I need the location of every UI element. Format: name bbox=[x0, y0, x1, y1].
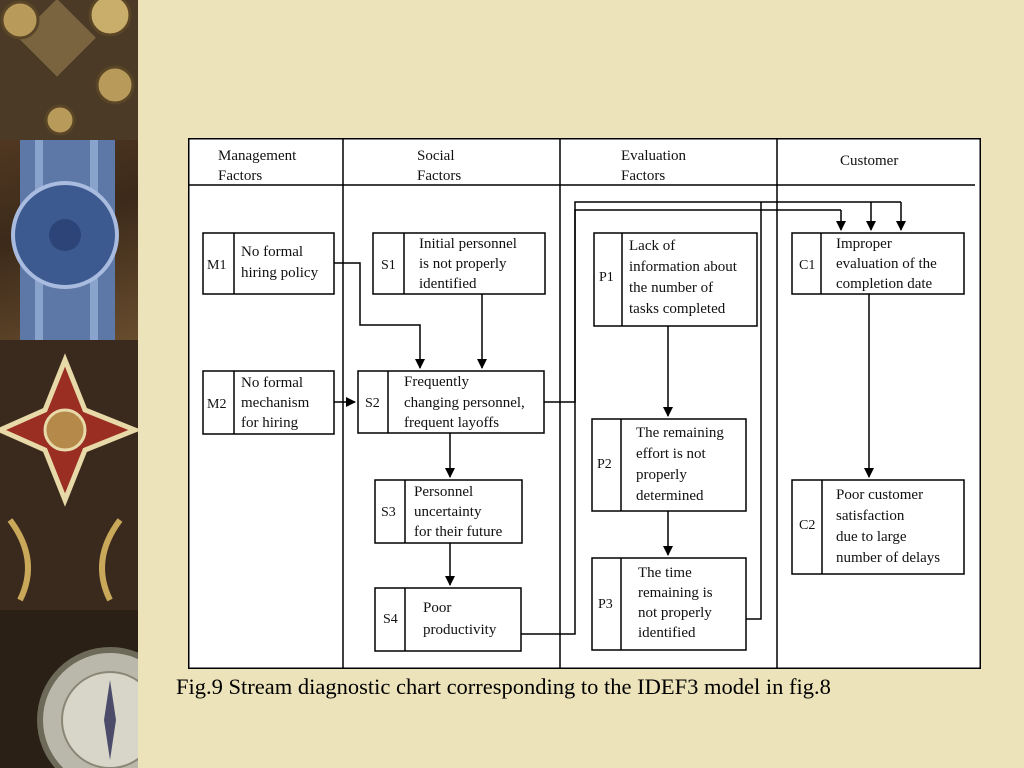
box-c1: C1 Improper evaluation of the completion… bbox=[791, 232, 965, 295]
box-s3: S3 Personnel uncertainty for their futur… bbox=[374, 479, 523, 544]
box-id: M1 bbox=[207, 258, 226, 273]
box-s1: S1 Initial personnel is not properly ide… bbox=[372, 232, 546, 295]
chart-canvas: Management Factors Social Factors Evalua… bbox=[188, 138, 981, 669]
box-s2: S2 Frequently changing personnel, freque… bbox=[357, 370, 545, 434]
box-id: M2 bbox=[207, 397, 226, 412]
box-text: Poor customer satisfaction due to large … bbox=[836, 487, 940, 566]
box-text: Poor productivity bbox=[423, 600, 497, 638]
header-management: Management Factors bbox=[218, 148, 300, 184]
box-p2: P2 The remaining effort is not properly … bbox=[591, 418, 747, 512]
box-text: No formal hiring policy bbox=[241, 244, 319, 281]
box-p3: P3 The time remaining is not properly id… bbox=[591, 557, 747, 651]
line-s4-to-customer bbox=[521, 209, 841, 635]
box-c2: C2 Poor customer satisfaction due to lar… bbox=[791, 479, 965, 575]
box-id: P3 bbox=[598, 597, 613, 612]
header-evaluation: Evaluation Factors bbox=[621, 148, 690, 184]
medal-collage-image bbox=[0, 0, 138, 768]
box-id: S4 bbox=[383, 612, 398, 627]
box-text: Lack of information about the number of … bbox=[629, 238, 741, 317]
box-text: Frequently changing personnel, frequent … bbox=[404, 374, 529, 431]
box-id: P2 bbox=[597, 457, 612, 472]
box-text: Improper evaluation of the completion da… bbox=[836, 236, 941, 292]
header-social: Social Factors bbox=[417, 148, 461, 184]
line-p3-to-customer bbox=[746, 202, 762, 620]
stream-diagnostic-chart: Management Factors Social Factors Evalua… bbox=[188, 138, 981, 669]
box-id: C2 bbox=[799, 518, 815, 533]
box-p1: P1 Lack of information about the number … bbox=[593, 232, 758, 327]
box-id: S1 bbox=[381, 258, 396, 273]
box-text: Personnel uncertainty for their future bbox=[414, 484, 503, 540]
box-text: Initial personnel is not properly identi… bbox=[419, 236, 521, 292]
box-text: The remaining effort is not properly det… bbox=[636, 425, 728, 504]
box-m2: M2 No formal mechanism for hiring bbox=[202, 370, 335, 435]
box-id: P1 bbox=[599, 270, 614, 285]
box-m1: M1 No formal hiring policy bbox=[202, 232, 335, 295]
box-text: No formal mechanism for hiring bbox=[241, 375, 313, 431]
figure-caption: Fig.9 Stream diagnostic chart correspond… bbox=[176, 674, 831, 699]
box-text: The time remaining is not properly ident… bbox=[638, 565, 716, 641]
header-customer: Customer bbox=[840, 153, 898, 169]
grid-frame bbox=[188, 138, 981, 669]
arrow-m1-to-s2 bbox=[334, 262, 425, 369]
box-id: C1 bbox=[799, 258, 815, 273]
box-id: S2 bbox=[365, 396, 380, 411]
box-s4: S4 Poor productivity bbox=[374, 587, 522, 652]
box-id: S3 bbox=[381, 505, 396, 520]
decorative-sidebar-image bbox=[0, 0, 138, 768]
